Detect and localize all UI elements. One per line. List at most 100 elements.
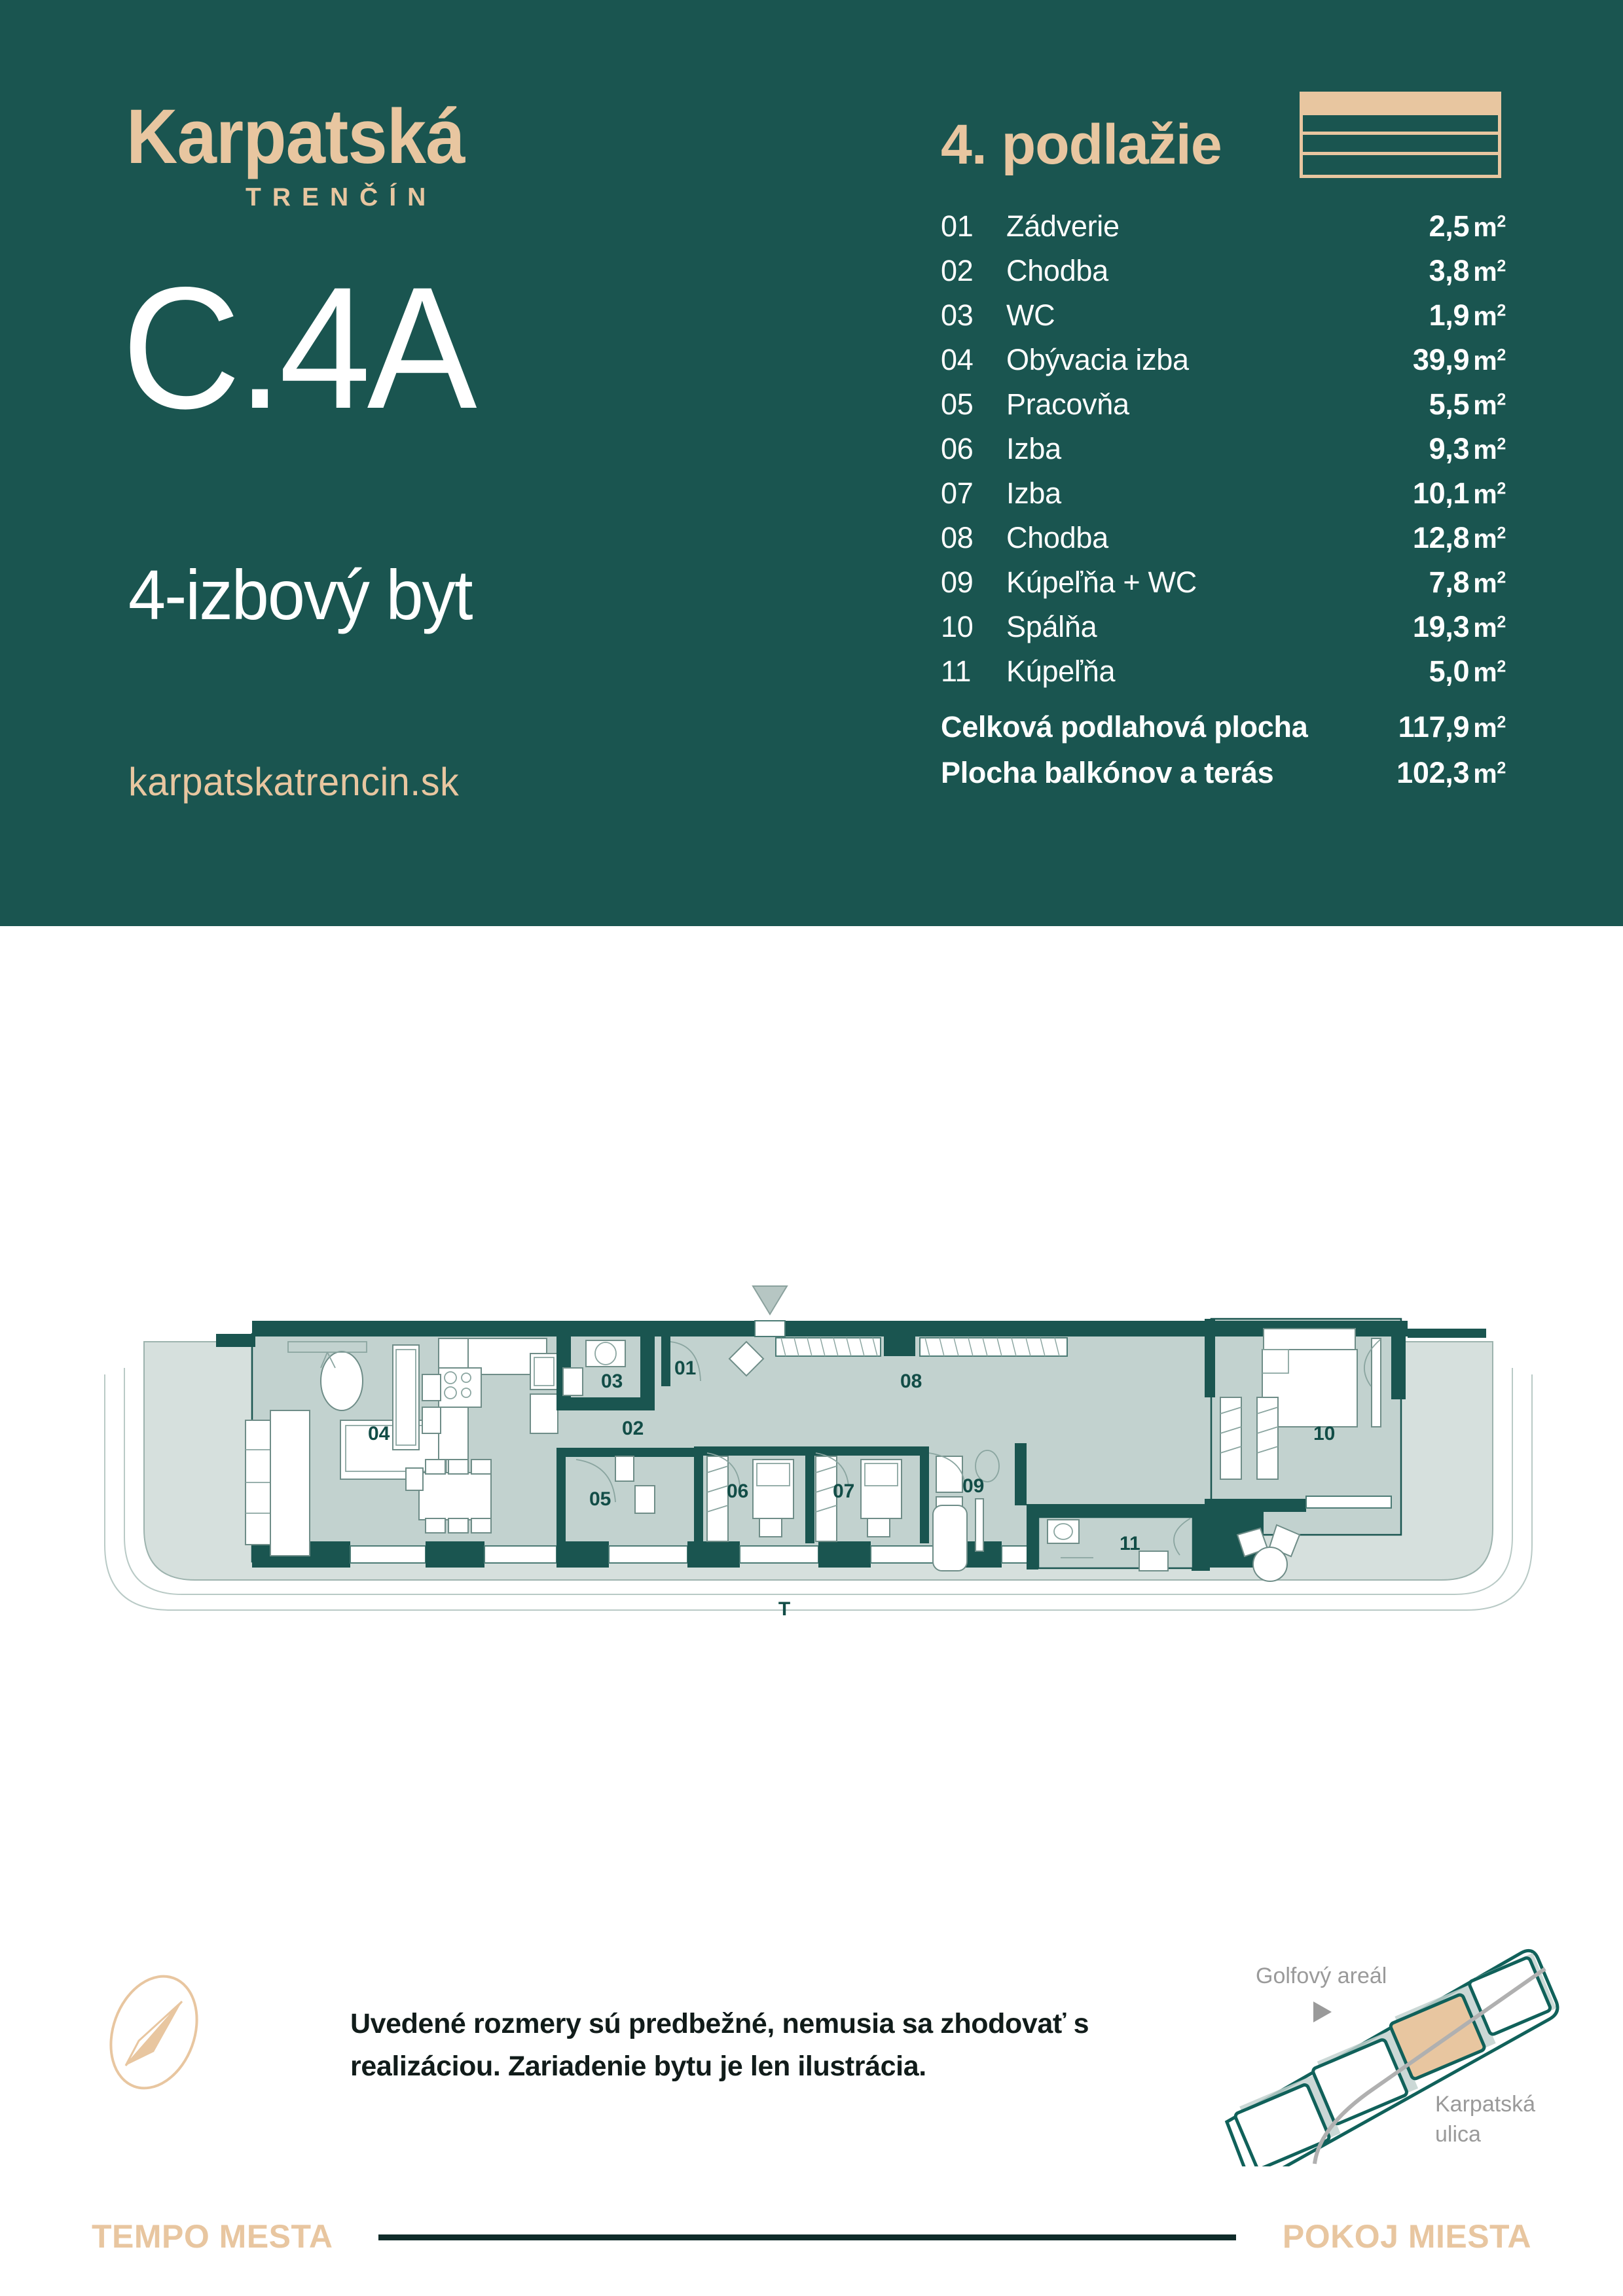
room-number: 06 bbox=[941, 432, 974, 465]
footer: TEMPO MESTA POKOJ MIESTA bbox=[0, 2206, 1623, 2278]
room-07-bedroom: 07 bbox=[805, 1446, 920, 1543]
plan-label-06: 06 bbox=[727, 1480, 748, 1502]
terrace-seating bbox=[1236, 1524, 1301, 1582]
room-number: 01 bbox=[941, 209, 974, 243]
brand-name: Karpatská bbox=[126, 94, 465, 180]
floor-band-3 bbox=[1303, 115, 1498, 135]
room-05-study: 05 bbox=[575, 1456, 655, 1514]
room-01-entry: 01 bbox=[661, 1334, 701, 1386]
room-03-wc: 03 bbox=[556, 1334, 655, 1410]
room-label: Chodba bbox=[1006, 521, 1108, 554]
plan-label-01: 01 bbox=[674, 1357, 696, 1379]
brand-logo: Karpatská TRENČÍN bbox=[126, 98, 545, 212]
room-08-hall: 08 bbox=[728, 1334, 1068, 1392]
street-line bbox=[1313, 1967, 1546, 2164]
floor-band-1 bbox=[1303, 155, 1498, 175]
total-label: Celková podlahová plocha bbox=[941, 710, 1308, 744]
room-label: Spálňa bbox=[1006, 610, 1097, 643]
room-11-bath: 11 bbox=[1027, 1504, 1210, 1571]
compass-icon bbox=[92, 1970, 216, 2094]
golf-label: Golfový areál bbox=[1256, 1964, 1387, 1988]
floor-plan: .wall { fill:#1a5550; } .inter { fill:#c… bbox=[98, 1178, 1539, 1649]
room-number: 04 bbox=[941, 343, 974, 376]
room-06-bedroom: 06 bbox=[694, 1446, 805, 1543]
room-02-hall: 02 bbox=[556, 1418, 694, 1543]
room-label: Kúpeľňa bbox=[1006, 655, 1116, 688]
total-label: Plocha balkónov a terás bbox=[941, 756, 1274, 789]
unit-code: C.4A bbox=[122, 251, 477, 445]
site-block-b bbox=[1311, 2038, 1408, 2126]
golf-arrow-icon bbox=[1313, 2001, 1332, 2022]
site-map: Golfový areál Karpatská ulica bbox=[1178, 1892, 1584, 2183]
floor-level-icon bbox=[1300, 92, 1501, 178]
plan-label-05: 05 bbox=[589, 1488, 611, 1510]
room-label: WC bbox=[1006, 298, 1055, 332]
plan-label-07: 07 bbox=[833, 1480, 854, 1502]
room-number: 05 bbox=[941, 387, 974, 421]
street-label-line1: Karpatská bbox=[1435, 2092, 1535, 2117]
floor-title: 4. podlažie bbox=[941, 113, 1222, 176]
plan-label-03: 03 bbox=[601, 1371, 623, 1392]
plan-label-09: 09 bbox=[962, 1475, 984, 1497]
plan-label-10: 10 bbox=[1313, 1423, 1335, 1444]
exterior-wall-top bbox=[216, 1321, 1486, 1347]
room-number: 08 bbox=[941, 521, 974, 554]
unit-type: 4-izbový byt bbox=[128, 555, 473, 634]
room-number: 03 bbox=[941, 298, 974, 332]
room-label: Kúpeľňa + WC bbox=[1006, 565, 1197, 599]
plan-label-08: 08 bbox=[900, 1371, 922, 1392]
footer-divider bbox=[378, 2234, 1236, 2240]
footer-tagline-left: TEMPO MESTA bbox=[92, 2218, 333, 2255]
room-10-bedroom: 10 bbox=[1205, 1319, 1406, 1512]
website-link[interactable]: karpatskatrencin.sk bbox=[128, 760, 460, 804]
room-label: Izba bbox=[1006, 476, 1061, 510]
room-label: Pracovňa bbox=[1006, 387, 1129, 421]
floor-band-2 bbox=[1303, 135, 1498, 155]
plan-label-02: 02 bbox=[622, 1418, 644, 1439]
brand-city: TRENČÍN bbox=[246, 183, 437, 211]
room-label: Izba bbox=[1006, 432, 1061, 465]
room-number: 09 bbox=[941, 565, 974, 599]
disclaimer-text: Uvedené rozmery sú predbežné, nemusia sa… bbox=[350, 2008, 1089, 2083]
room-04-living: 04 bbox=[245, 1338, 558, 1556]
room-number: 02 bbox=[941, 254, 974, 287]
room-label: Zádverie bbox=[1006, 209, 1120, 243]
site-block-c-highlight bbox=[1389, 1993, 1486, 2081]
terrace-outline bbox=[104, 1368, 1533, 1611]
room-number: 07 bbox=[941, 476, 974, 510]
street-label-line2: ulica bbox=[1435, 2122, 1481, 2147]
plan-label-04: 04 bbox=[368, 1423, 390, 1444]
entrance-arrow-icon bbox=[752, 1285, 788, 1337]
header-panel: Karpatská TRENČÍN C.4A 4-izbový byt karp… bbox=[0, 0, 1623, 926]
plan-label-11: 11 bbox=[1120, 1533, 1140, 1554]
footer-tagline-right: POKOJ MIESTA bbox=[1282, 2218, 1531, 2255]
room-label: Obývacia izba bbox=[1006, 343, 1189, 376]
